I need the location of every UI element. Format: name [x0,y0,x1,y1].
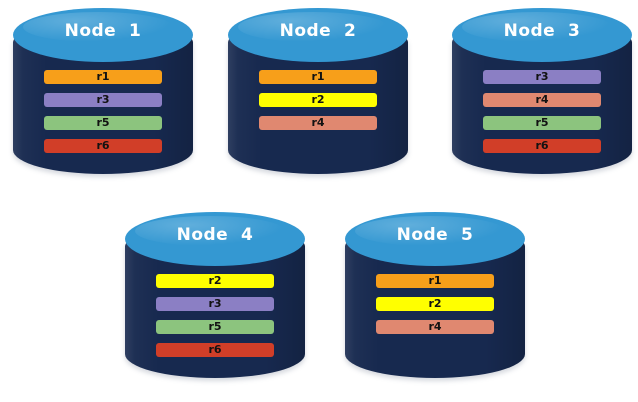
replica-bar-list: r3 r4 r5 r6 [483,70,601,153]
node-label: Node 2 [279,21,357,41]
node-label: Node 4 [176,225,254,245]
replica-bar[interactable]: r2 [259,93,377,107]
replica-bar-list: r1 r2 r4 [376,274,494,334]
replica-bar-list: r2 r3 r5 r6 [156,274,274,357]
cylinder-top-ellipse [228,8,408,62]
replica-bar[interactable]: r2 [156,274,274,288]
replica-bar[interactable]: r4 [376,320,494,334]
replica-bar-list: r1 r2 r4 [259,70,377,130]
replica-bar[interactable]: r4 [483,93,601,107]
replica-bar[interactable]: r3 [44,93,162,107]
database-node-cylinder[interactable]: Node 3 r3 r4 r5 r6 [452,8,632,186]
replica-bar[interactable]: r1 [44,70,162,84]
replica-bar[interactable]: r3 [156,297,274,311]
replica-bar[interactable]: r5 [156,320,274,334]
replica-bar[interactable]: r6 [483,139,601,153]
replica-bar[interactable]: r5 [44,116,162,130]
replica-bar[interactable]: r2 [376,297,494,311]
node-label: Node 5 [396,225,474,245]
replica-bar[interactable]: r6 [156,343,274,357]
database-node-cylinder[interactable]: Node 4 r2 r3 r5 r6 [125,212,305,390]
database-node-cylinder[interactable]: Node 2 r1 r2 r4 [228,8,408,186]
replica-bar[interactable]: r3 [483,70,601,84]
cylinder-top-ellipse [13,8,193,62]
replica-bar[interactable]: r1 [259,70,377,84]
replica-bar[interactable]: r6 [44,139,162,153]
node-label: Node 1 [64,21,142,41]
replica-bar-list: r1 r3 r5 r6 [44,70,162,153]
node-label: Node 3 [503,21,581,41]
cylinder-top-ellipse [125,212,305,266]
cylinder-top-ellipse [452,8,632,62]
replica-bar[interactable]: r5 [483,116,601,130]
replica-bar[interactable]: r4 [259,116,377,130]
database-node-cylinder[interactable]: Node 5 r1 r2 r4 [345,212,525,390]
replica-bar[interactable]: r1 [376,274,494,288]
cylinder-top-ellipse [345,212,525,266]
database-node-cylinder[interactable]: Node 1 r1 r3 r5 r6 [13,8,193,186]
